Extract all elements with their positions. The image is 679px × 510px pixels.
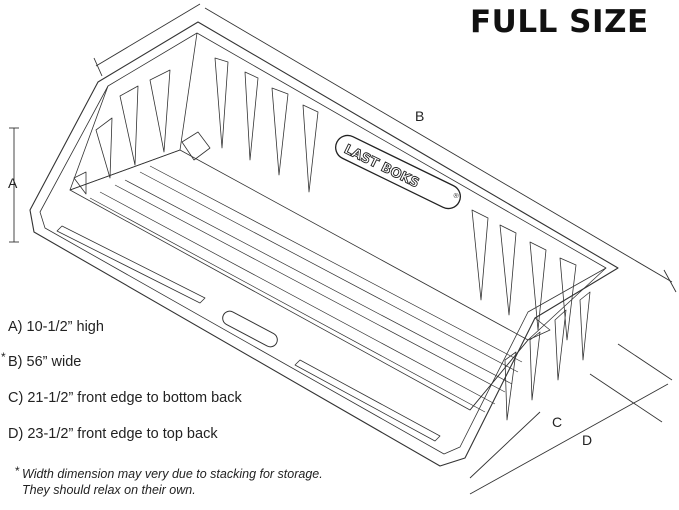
bin-floor	[69, 149, 529, 411]
dimension-label-d: D	[582, 432, 592, 448]
footnote: * Width dimension may very due to stacki…	[15, 464, 323, 497]
logo-plate: LAST BOKS ®	[335, 134, 461, 210]
page-title: FULL SIZE	[470, 4, 649, 40]
front-lip-slot-left	[56, 225, 206, 304]
spec-front-to-top-back: D) 23-1/2” front edge to top back	[8, 426, 218, 442]
spec-front-to-bottom-back: C) 21-1/2” front edge to bottom back	[8, 390, 242, 406]
asterisk-mark: *	[15, 464, 20, 478]
dimension-label-c: C	[552, 414, 562, 430]
front-lip-slot-right	[294, 359, 441, 442]
asterisk-mark: *	[1, 350, 6, 364]
logo-registered-mark: ®	[452, 191, 461, 201]
dimension-label-a: A	[8, 175, 18, 191]
right-wall-edge	[469, 267, 607, 411]
handle-cutout	[222, 310, 278, 348]
spec-width: * B) 56” wide	[1, 350, 82, 370]
bin-outer-rim	[29, 21, 619, 467]
left-wall-edge	[69, 32, 198, 191]
spec-height: A) 10-1/2” high	[8, 319, 104, 335]
bin-inner-rim	[39, 32, 607, 455]
dimension-label-b: B	[415, 108, 424, 124]
